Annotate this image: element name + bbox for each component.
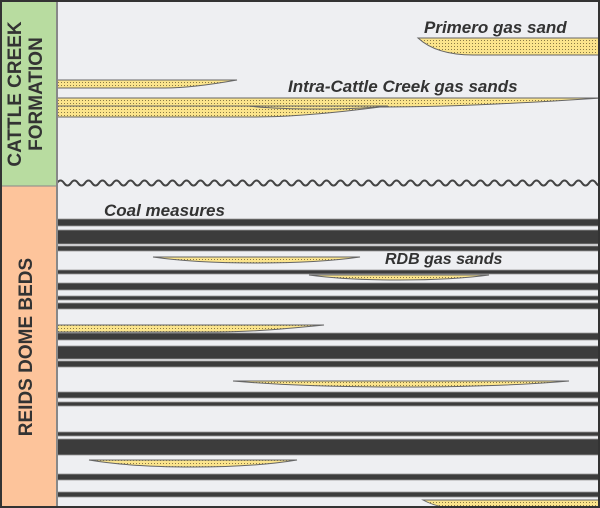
gas-sand-lenses	[56, 37, 600, 508]
gas-sand-lens	[247, 105, 389, 110]
gas-sand-lens	[308, 274, 490, 281]
coal-measures-label: Coal measures	[104, 201, 225, 220]
gas-sand-lens	[56, 97, 600, 108]
coal-seam	[56, 218, 600, 227]
coal-seam	[56, 302, 600, 310]
coal-seam	[56, 401, 600, 407]
coal-seam	[56, 245, 600, 252]
coal-seam	[56, 345, 600, 360]
gas-sand-lens	[88, 459, 298, 468]
rdb-label: RDB gas sands	[385, 251, 503, 268]
coal-seam	[56, 332, 600, 341]
coal-seam	[56, 431, 600, 437]
cattle-creek-label: CATTLE CREEK FORMATION	[5, 4, 50, 184]
coal-seam	[56, 269, 600, 275]
coal-seam	[56, 473, 600, 481]
coal-seam	[56, 360, 600, 368]
cattle-creek-column	[0, 0, 57, 186]
cattle-creek-label-line1: CATTLE CREEK	[5, 21, 26, 167]
gas-sand-lens	[152, 256, 361, 264]
coal-seam	[56, 438, 600, 456]
coal-seam	[56, 391, 600, 399]
coal-seam	[56, 491, 600, 498]
coal-seam	[56, 282, 600, 291]
reids-dome-column	[0, 186, 57, 508]
unconformity-line	[56, 179, 600, 187]
gas-sand-lens	[232, 380, 570, 388]
coal-seam	[56, 229, 600, 245]
primero-label: Primero gas sand	[424, 18, 567, 37]
reids-dome-label: REIDS DOME BEDS	[16, 257, 37, 437]
coal-seam	[56, 295, 600, 301]
intra-cattle-creek-label: Intra-Cattle Creek gas sands	[288, 77, 518, 96]
gas-sand-lens	[56, 79, 238, 89]
gas-sand-lens	[56, 324, 325, 333]
gas-sand-lens	[416, 37, 600, 56]
cattle-creek-label-line2: FORMATION	[25, 37, 47, 151]
